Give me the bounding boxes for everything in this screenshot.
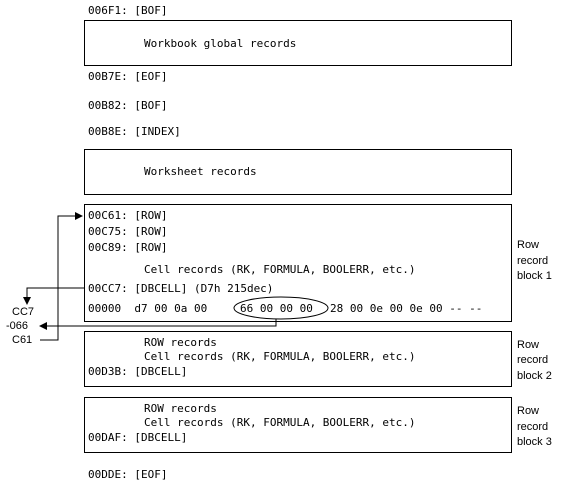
arrow-offset-to-calc — [39, 319, 277, 330]
block-2-label-line-1: Row — [517, 339, 540, 351]
block-1-label-line-1: Row — [517, 239, 540, 251]
hex-dump-highlight: 66 00 00 00 — [240, 302, 313, 315]
global-records-box — [84, 20, 512, 66]
calc-value-c61: C61 — [12, 334, 33, 346]
row-block-2-box — [84, 331, 512, 387]
global-records-label: Workbook global records — [144, 37, 297, 50]
dbcell-record: 00CC7: [DBCELL] (D7h 215dec) — [88, 282, 274, 295]
block-1-label-line-2: record — [517, 255, 549, 267]
cell-records-label-3: Cell records (RK, FORMULA, BOOLERR, etc.… — [144, 416, 416, 429]
row-record-1: 00C61: [ROW] — [88, 209, 168, 222]
bof-record-label: 006F1: [BOF] — [88, 4, 168, 17]
cell-records-label: Cell records (RK, FORMULA, BOOLERR, etc.… — [144, 263, 416, 276]
arrow-dbcell-to-calc — [23, 287, 84, 305]
row-record-3: 00C89: [ROW] — [88, 241, 168, 254]
row-block-3-box — [84, 397, 512, 453]
block-1-label-line-3: block 1 — [517, 270, 552, 282]
cell-records-label-2: Cell records (RK, FORMULA, BOOLERR, etc.… — [144, 350, 416, 363]
calc-value-066: -066 — [6, 320, 29, 332]
eof-record-label: 00B7E: [EOF] — [88, 70, 168, 83]
row-records-label-3: ROW records — [144, 402, 217, 415]
eof-record-label-2: 00DDE: [EOF] — [88, 468, 168, 481]
bof-record-label-2: 00B82: [BOF] — [88, 99, 168, 112]
row-records-label-2: ROW records — [144, 336, 217, 349]
block-3-label-line-3: block 3 — [517, 436, 552, 448]
row-record-2: 00C75: [ROW] — [88, 225, 168, 238]
worksheet-records-box — [84, 149, 512, 195]
block-2-label-line-3: block 2 — [517, 370, 552, 382]
dbcell-record-2: 00D3B: [DBCELL] — [88, 365, 188, 378]
highlight-ellipse — [233, 296, 329, 320]
worksheet-records-label: Worksheet records — [144, 165, 257, 178]
block-2-label-line-2: record — [517, 354, 549, 366]
calc-value-cc7: CC7 — [12, 306, 35, 318]
row-block-1-box — [84, 204, 512, 322]
block-3-label-line-2: record — [517, 421, 549, 433]
arrow-calc-to-row — [40, 212, 83, 341]
hex-dump-suffix: 28 00 0e 00 0e 00 -- -- — [330, 302, 483, 315]
hex-dump-prefix: 00000 d7 00 0a 00 — [88, 302, 208, 315]
dbcell-record-3: 00DAF: [DBCELL] — [88, 431, 188, 444]
index-record-label: 00B8E: [INDEX] — [88, 125, 181, 138]
block-3-label-line-1: Row — [517, 405, 540, 417]
